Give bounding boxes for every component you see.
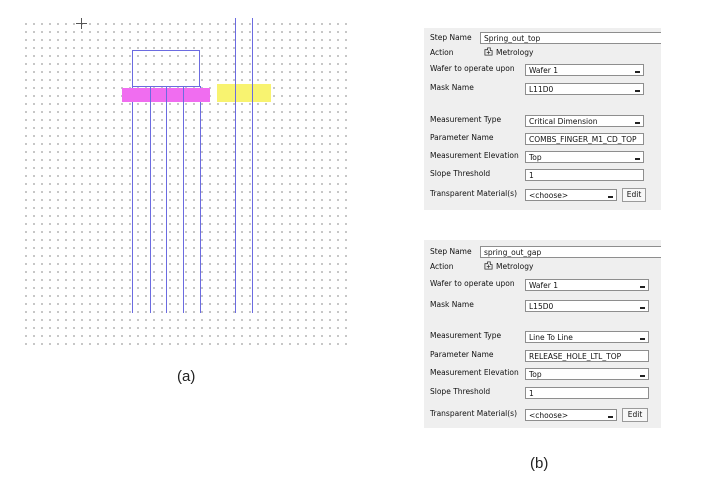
chevron-down-icon[interactable] (633, 66, 642, 74)
chevron-down-icon[interactable] (633, 153, 642, 161)
step-name-label: Step Name (430, 33, 472, 42)
slope-threshold-label: Slope Threshold (430, 169, 491, 178)
parameter-name-label: Parameter Name (430, 350, 494, 359)
metrology-icon (484, 47, 493, 56)
wafer-select[interactable]: Wafer 1 (525, 64, 644, 76)
measurement-type-value: Line To Line (529, 333, 573, 342)
chevron-down-icon[interactable] (638, 302, 647, 310)
mask-select-value: L15D0 (529, 302, 554, 311)
transparent-material-select[interactable]: <choose> (525, 189, 617, 201)
mask-select[interactable]: L11D0 (525, 83, 644, 95)
measurement-type-label: Measurement Type (430, 115, 502, 124)
action-label: Action (430, 48, 454, 57)
spring-line (252, 84, 253, 102)
comb-line (166, 86, 167, 313)
chevron-down-icon[interactable] (606, 191, 615, 199)
chevron-down-icon[interactable] (606, 411, 615, 419)
spring-line (252, 18, 253, 313)
slope-threshold-input[interactable]: 1 (525, 169, 644, 181)
spring-line (235, 18, 236, 313)
wafer-label: Wafer to operate upon (430, 64, 515, 73)
measurement-type-select[interactable]: Critical Dimension (525, 115, 644, 127)
elevation-select-value: Top (529, 370, 542, 379)
slope-threshold-label: Slope Threshold (430, 387, 491, 396)
chevron-down-icon[interactable] (638, 370, 647, 378)
transparent-material-value: <choose> (529, 191, 569, 200)
transparent-material-select[interactable]: <choose> (525, 409, 617, 421)
action-value-text: Metrology (496, 48, 534, 57)
step-name-label: Step Name (430, 247, 472, 256)
mask-label: Mask Name (430, 83, 474, 92)
action-value: Metrology (484, 261, 533, 273)
comb-line (200, 86, 201, 313)
wafer-select-value: Wafer 1 (529, 66, 559, 75)
elevation-label: Measurement Elevation (430, 151, 519, 160)
metrology-icon (484, 261, 493, 270)
caption-a: (a) (177, 368, 196, 385)
mask-select-value: L11D0 (529, 85, 554, 94)
elevation-select[interactable]: Top (525, 151, 644, 163)
comb-line (132, 86, 133, 313)
slope-threshold-input[interactable]: 1 (525, 387, 649, 399)
action-label: Action (430, 262, 454, 271)
comb-line (150, 88, 151, 102)
action-value-text: Metrology (496, 262, 534, 271)
elevation-label: Measurement Elevation (430, 368, 519, 377)
elevation-select[interactable]: Top (525, 368, 649, 380)
transparent-material-label: Transparent Material(s) (430, 189, 518, 198)
transparent-material-label: Transparent Material(s) (430, 409, 518, 418)
elevation-select-value: Top (529, 153, 542, 162)
chevron-down-icon[interactable] (633, 85, 642, 93)
gap-measurement-highlight (217, 84, 271, 102)
action-value: Metrology (484, 47, 533, 59)
comb-line (183, 86, 184, 313)
parameter-name-input[interactable]: RELEASE_HOLE_LTL_TOP (525, 350, 649, 362)
layout-canvas[interactable] (20, 18, 350, 348)
parameter-name-input[interactable]: COMBS_FINGER_M1_CD_TOP (525, 133, 644, 145)
chevron-down-icon[interactable] (638, 281, 647, 289)
wafer-label: Wafer to operate upon (430, 279, 515, 288)
comb-line (150, 86, 151, 313)
mask-label: Mask Name (430, 300, 474, 309)
transparent-material-value: <choose> (529, 411, 569, 420)
wafer-select-value: Wafer 1 (529, 281, 559, 290)
caption-b: (b) (530, 455, 549, 472)
spring-line (235, 84, 236, 102)
edit-button[interactable]: Edit (622, 408, 648, 422)
measurement-type-value: Critical Dimension (529, 117, 598, 126)
metrology-step-dialog: Step Name spring_out_gap Action Metrolog… (424, 240, 661, 428)
crosshair-cursor-icon (76, 18, 87, 29)
mask-select[interactable]: L15D0 (525, 300, 649, 312)
step-name-input[interactable]: Spring_out_top (480, 32, 661, 44)
metrology-step-dialog: Step Name Spring_out_top Action Metrolog… (424, 28, 661, 210)
top-rectangle (132, 50, 200, 87)
chevron-down-icon[interactable] (633, 117, 642, 125)
parameter-name-label: Parameter Name (430, 133, 494, 142)
step-name-input[interactable]: spring_out_gap (480, 246, 661, 258)
wafer-select[interactable]: Wafer 1 (525, 279, 649, 291)
measurement-type-label: Measurement Type (430, 331, 502, 340)
chevron-down-icon[interactable] (638, 333, 647, 341)
comb-line (166, 88, 167, 102)
comb-top-line (132, 86, 201, 87)
comb-line (183, 88, 184, 102)
edit-button[interactable]: Edit (622, 188, 646, 202)
measurement-type-select[interactable]: Line To Line (525, 331, 649, 343)
